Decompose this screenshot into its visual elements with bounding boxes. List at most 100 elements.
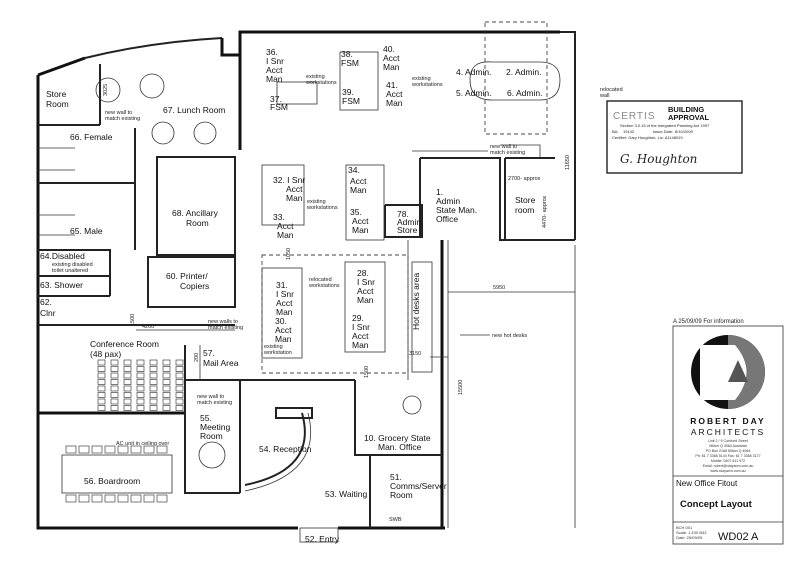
ws-36-3: Acct [266, 65, 283, 75]
ws-39: 39. [342, 87, 354, 97]
dim-1050: 1050 [286, 248, 292, 260]
conference-chair [162, 398, 171, 405]
room-conference: Conference Room [90, 339, 159, 349]
conference-chair [149, 379, 158, 385]
conference-chair [175, 398, 184, 405]
drawing-meta: Scale: 1:100 B43 [676, 530, 707, 535]
note-disabled-1: existing disabled [52, 262, 93, 268]
ws-37: 37. [270, 94, 282, 104]
room-male: 65. Male [70, 226, 103, 236]
exterior-walls [36, 30, 576, 543]
conference-chair [162, 372, 171, 379]
conference-chair [97, 405, 106, 411]
ws-30: 30. [275, 316, 287, 326]
conference-chair [123, 385, 132, 392]
building-approval-stamp: CERTIS BUILDING APPROVAL Section 3.0.15 … [606, 100, 743, 174]
ws-28: 28. [357, 268, 369, 278]
conference-chair [97, 359, 106, 366]
ws-5: 5. Admin. [456, 88, 491, 98]
certifier: Certifier: Gary Houghton, Lic: A1148019 [612, 135, 683, 140]
room-ancillary-2: Room [186, 218, 209, 228]
room-labels: Store Room 67. Lunch Room 66. Female 65.… [40, 89, 536, 544]
note-existing-3b: workstations [306, 205, 338, 211]
conference-chair [136, 372, 145, 379]
dimensions: 3025 11650 2700- approx 4470- approx 595… [103, 84, 576, 528]
boardroom-chair [117, 494, 129, 503]
dim-200: 200 [194, 353, 200, 362]
firm-name-1: ROBERT DAY [690, 416, 765, 426]
room-entry: 52. Entry [305, 534, 340, 544]
conference-chair [175, 405, 184, 411]
dim-2700: 2700- approx [508, 176, 541, 182]
ws-32-2: Acct [286, 184, 303, 194]
revision-note: A 25/09/09 For information [673, 319, 744, 325]
interior-walls [38, 64, 575, 528]
note-existing-3: existing [307, 199, 326, 205]
conference-chair [175, 385, 184, 392]
boardroom-chair [78, 445, 90, 454]
conference-chair [149, 359, 158, 366]
note-new-wall-1: new wall to [105, 110, 132, 116]
issue-date-label: Issue Date: [653, 129, 673, 134]
ws-2: 2. Admin. [506, 67, 541, 77]
note-new-wall-1b: match existing [105, 116, 140, 122]
ws-35-3: Man [352, 225, 369, 235]
conference-chair [110, 379, 119, 385]
conference-chair [136, 366, 145, 372]
boardroom-chair [143, 494, 155, 503]
room-store-right-2: room [515, 205, 534, 215]
annotations: existing workstations existing workstati… [105, 74, 623, 447]
drawing-number: WD02 A [718, 531, 759, 543]
ws-40-2: Acct [383, 53, 400, 63]
ws-28-3: Acct [357, 286, 374, 296]
ws-38-2: FSM [341, 58, 359, 68]
issue-date: 8/10/2009 [675, 129, 694, 134]
ws-28-2: I Snr [357, 277, 375, 287]
boardroom-chair [65, 494, 77, 503]
conference-chair [110, 392, 119, 398]
room-mail-2: Mail Area [203, 358, 239, 368]
ws-29-3: Acct [352, 331, 369, 341]
dim-1500: 1500 [130, 314, 136, 326]
firm-name-2: ARCHITECTS [691, 427, 765, 437]
conference-chair [136, 398, 145, 405]
approval-title-2: APPROVAL [668, 113, 710, 122]
conference-chair [97, 392, 106, 398]
ws-6: 6. Admin. [507, 88, 542, 98]
room-mail: 57. [203, 348, 215, 358]
conference-chair [110, 366, 119, 372]
conference-chair [136, 385, 145, 392]
ba-number: 19142 [623, 129, 635, 134]
ws-28-4: Man [357, 295, 374, 305]
ws-36-4: Man [266, 74, 283, 84]
dim-4470: 4470- approx [542, 195, 548, 228]
ws-31-2: I Snr [276, 289, 294, 299]
ws-33: 33. [273, 212, 285, 222]
dim-11650: 11650 [565, 155, 571, 170]
room-store-2: Room [46, 99, 69, 109]
note-ac-unit: AC unit in ceiling over [116, 441, 169, 447]
note-disabled-2: toilet unaltered [52, 268, 88, 274]
conference-chair [110, 405, 119, 411]
ws-33-3: Man [277, 230, 294, 240]
room-comms-3: Room [390, 490, 413, 500]
conference-chair [136, 405, 145, 411]
room-grocery: 10. Grocery State [364, 433, 431, 443]
robert-day-logo [691, 335, 765, 409]
room-admin-store: 78. [397, 209, 409, 219]
furniture [61, 51, 561, 503]
title-block: A 25/09/09 For information ROBERT DAY AR… [672, 319, 784, 545]
boardroom-chair [130, 445, 142, 454]
note-new-hot-desks: new hot desks [492, 333, 527, 339]
room-ancillary: 68. Ancillary [172, 208, 219, 218]
entry-door[interactable] [299, 527, 339, 543]
ws-34: 34. [348, 165, 360, 175]
room-admin-office-2: Admin [436, 196, 460, 206]
conference-chair [149, 366, 158, 372]
conference-chair [175, 372, 184, 379]
ws-31-4: Man [276, 307, 293, 317]
boardroom-chair [78, 494, 90, 503]
ws-30-3: Man [275, 334, 292, 344]
room-comms: 51. [390, 472, 402, 482]
conference-chair [162, 392, 171, 398]
